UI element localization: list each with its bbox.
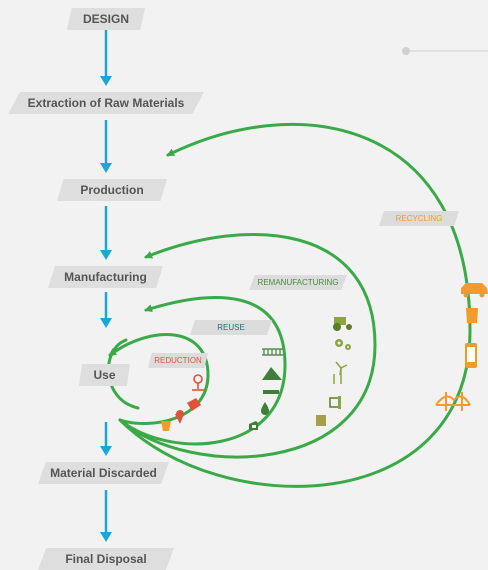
step-use: Use <box>79 364 130 386</box>
label-recycling: RECYCLING <box>379 211 459 226</box>
bridge-icon <box>435 392 471 411</box>
gears-icon <box>335 339 351 350</box>
oil-drop-icon <box>261 402 269 415</box>
remanufacturing-loop <box>118 233 377 459</box>
flow-arrowhead <box>100 532 112 542</box>
decorative-connector <box>402 47 488 55</box>
step-production: Production <box>57 179 167 201</box>
step-manufacturing: Manufacturing <box>48 266 163 288</box>
flow-arrowhead <box>100 446 112 456</box>
ladder-icon <box>262 348 283 356</box>
beam-icon <box>263 390 279 394</box>
tire-icon <box>249 421 258 430</box>
paper-bag-icon <box>466 308 478 323</box>
step-design: DESIGN <box>67 8 145 30</box>
phone-icon <box>465 343 477 368</box>
step-extraction: Extraction of Raw Materials <box>8 92 204 114</box>
flow-arrowhead <box>100 76 112 86</box>
pile-icon <box>262 367 282 380</box>
step-material-discarded: Material Discarded <box>38 462 169 484</box>
wind-turbine-icon <box>333 361 348 384</box>
step-final-disposal: Final Disposal <box>38 548 174 570</box>
recycling-loop <box>118 122 472 488</box>
glove-icon <box>187 398 201 411</box>
fire-hydrant-icon <box>175 410 184 424</box>
label-reuse: REUSE <box>190 320 272 335</box>
label-reduction: REDUCTION <box>148 353 208 368</box>
label-remanufacturing: REMANUFACTURING <box>249 275 347 290</box>
electric-plug-icon <box>329 396 341 409</box>
reuse-loop <box>118 296 287 446</box>
bucket-icon <box>161 421 171 431</box>
car-icon <box>461 283 488 298</box>
box-icon <box>316 415 326 426</box>
tractor-icon <box>333 317 352 331</box>
stamp-icon <box>192 374 204 391</box>
flow-arrowhead <box>100 318 112 328</box>
reduction-loop <box>108 333 210 426</box>
flow-arrowhead <box>100 163 112 173</box>
flow-arrowhead <box>100 250 112 260</box>
